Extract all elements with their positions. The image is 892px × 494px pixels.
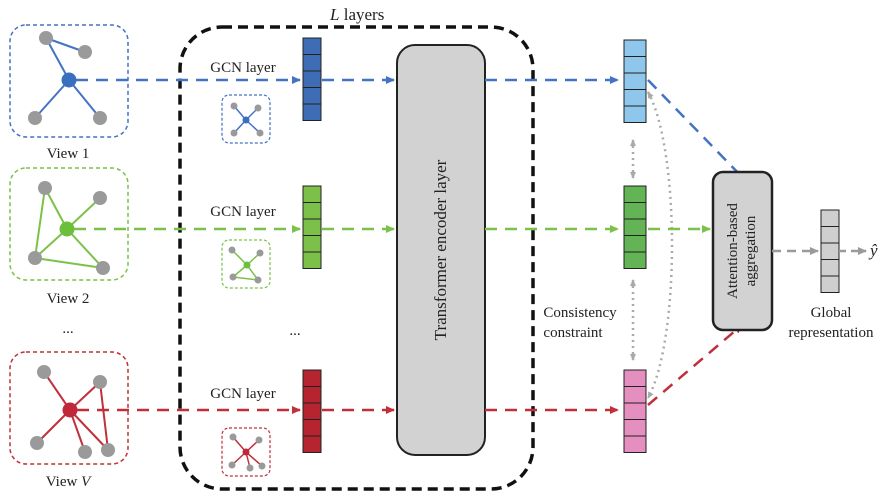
- global-rep-cell: [820, 226, 840, 244]
- view-rep-v-cell: [623, 435, 647, 453]
- view-rep-2-cell: [623, 185, 647, 203]
- l-layers-title: L layers: [329, 5, 384, 24]
- gcn-vector-1-cell: [302, 54, 322, 72]
- gcn-vector-2-cell: [302, 202, 322, 220]
- gcn-vector-v-cell: [302, 402, 322, 420]
- gcn-vector-1-cell: [302, 103, 322, 121]
- gcn-vector-2-cell: [302, 235, 322, 253]
- view-2-node: [93, 191, 107, 205]
- view-1-node: [93, 111, 107, 125]
- consistency-label-line1: Consistency: [543, 305, 617, 321]
- view-v-center-node: [62, 402, 78, 418]
- l-layers-title-suffix: layers: [339, 5, 384, 24]
- transformer-encoder-block: [396, 44, 486, 456]
- view-1-node: [28, 111, 42, 125]
- view-v-label-prefix: View: [46, 474, 81, 490]
- to-aggregation-arrow-v: [647, 324, 743, 406]
- global-rep-cell: [820, 209, 840, 227]
- global-rep-cell: [820, 275, 840, 293]
- view-rep-v-cell: [623, 419, 647, 437]
- view-v-label-italic: V: [81, 474, 92, 490]
- view-rep-1-cell: [623, 56, 647, 74]
- view-rep-1-cell: [623, 72, 647, 90]
- view-2-box: [9, 167, 129, 281]
- view-representation-v: [623, 369, 647, 453]
- view-2-node: [96, 261, 110, 275]
- gcn-vector-v-cell: [302, 419, 322, 437]
- gcn-layer-label-2: GCN layer: [210, 204, 275, 220]
- gcn-vector-v-cell: [302, 369, 322, 387]
- view-1-label: View 1: [47, 146, 90, 162]
- gcn-ellipsis: ...: [289, 323, 300, 339]
- view-2-label: View 2: [47, 291, 90, 307]
- gcn-layer-label-1: GCN layer: [210, 60, 275, 76]
- l-layers-box: [178, 25, 535, 491]
- output-y-hat: ŷ: [868, 241, 878, 260]
- gcn-vector-2-cell: [302, 251, 322, 269]
- view-rep-1-cell: [623, 89, 647, 107]
- view-rep-v-cell: [623, 386, 647, 404]
- global-rep-cell: [820, 242, 840, 260]
- mini-graph-1: [221, 94, 271, 144]
- view-1-box: [9, 24, 129, 138]
- view-v-box: [9, 351, 129, 465]
- global-representation-vector: [820, 209, 840, 293]
- gcn-vector-2-cell: [302, 218, 322, 236]
- view-ellipsis: ...: [62, 321, 73, 337]
- gcn-vector-1-cell: [302, 87, 322, 105]
- view-v-graph-edges: [36, 371, 109, 453]
- view-2-node: [38, 181, 52, 195]
- l-layers-title-prefix: L: [329, 5, 339, 24]
- aggregation-label-line2: aggregation: [743, 215, 759, 286]
- view-v-node: [78, 445, 92, 459]
- view-rep-1-cell: [623, 39, 647, 57]
- view-representation-1: [623, 39, 647, 123]
- gcn-output-vector-v: [302, 369, 322, 453]
- gcn-vector-v-cell: [302, 386, 322, 404]
- consistency-label-line2: constraint: [543, 325, 603, 341]
- gcn-layer-label-v: GCN layer: [210, 386, 275, 402]
- consistency-arrow-1-v: [646, 91, 674, 399]
- gcn-vector-1-cell: [302, 37, 322, 55]
- view-v-node: [30, 436, 44, 450]
- global-rep-cell: [820, 259, 840, 277]
- view-1-node: [39, 31, 53, 45]
- view-1-node: [78, 45, 92, 59]
- view-rep-2-cell: [623, 235, 647, 253]
- view-v-node: [93, 375, 107, 389]
- view-rep-1-cell: [623, 105, 647, 123]
- gcn-vector-1-cell: [302, 70, 322, 88]
- view-representation-2: [623, 185, 647, 269]
- view-2-node: [28, 251, 42, 265]
- view-rep-v-cell: [623, 369, 647, 387]
- view-2-center-node: [59, 221, 75, 237]
- mini-graph-2: [221, 239, 271, 289]
- view-1-center-node: [61, 72, 77, 88]
- transformer-encoder-label: Transformer encoder layer: [431, 159, 450, 340]
- gcn-vector-2-cell: [302, 185, 322, 203]
- view-rep-2-cell: [623, 218, 647, 236]
- global-label-line2: representation: [789, 325, 874, 341]
- view-rep-v-cell: [623, 402, 647, 420]
- to-aggregation-arrow-1: [647, 79, 746, 181]
- view-rep-2-cell: [623, 251, 647, 269]
- view-v-label: View V: [46, 474, 92, 490]
- view-rep-2-cell: [623, 202, 647, 220]
- global-label-line1: Global: [811, 305, 852, 321]
- gcn-output-vector-1: [302, 37, 322, 121]
- aggregation-label-line1: Attention-based: [725, 203, 741, 299]
- gcn-output-vector-2: [302, 185, 322, 269]
- view-v-node: [101, 443, 115, 457]
- view-v-node: [37, 365, 51, 379]
- mini-graph-v: [221, 427, 271, 477]
- gcn-vector-v-cell: [302, 435, 322, 453]
